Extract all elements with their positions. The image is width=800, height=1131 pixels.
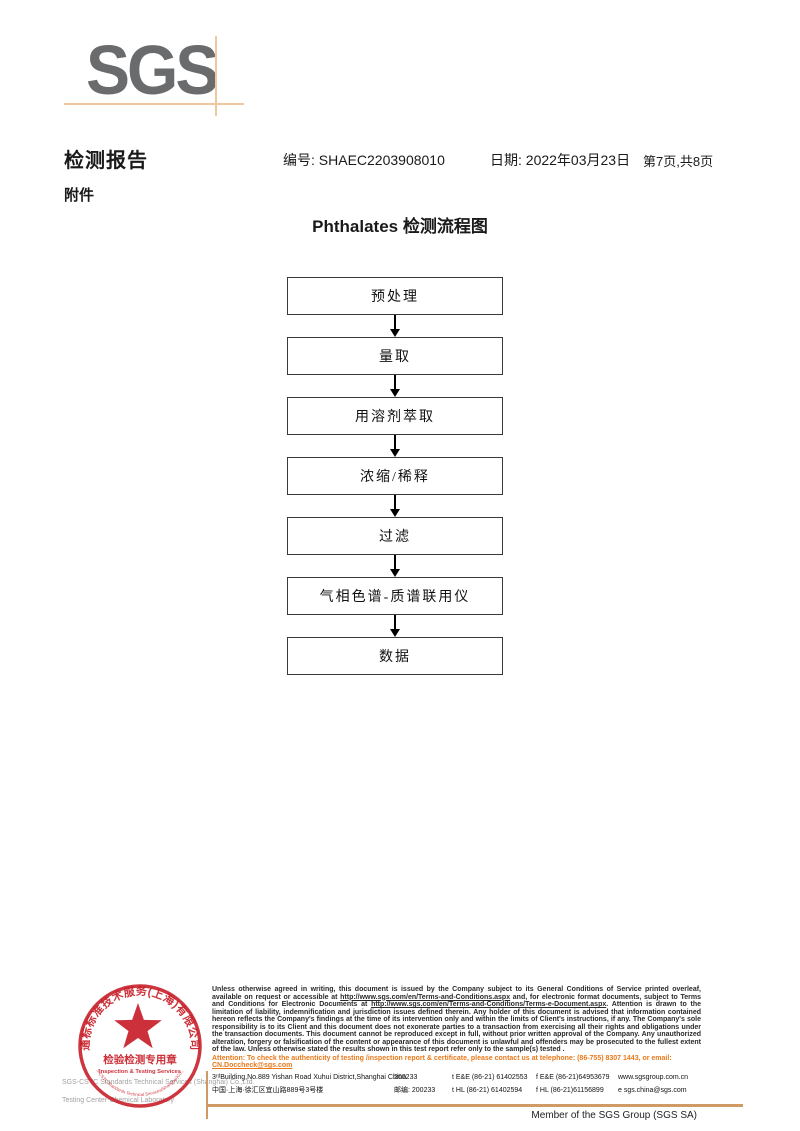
flowchart-title: Phthalates 检测流程图 — [312, 217, 488, 236]
tel-ee: t E&E (86-21) 61402553 — [452, 1074, 528, 1081]
page-indicator: 第7页,共8页 — [643, 154, 714, 169]
postcode-en: 200233 — [394, 1074, 418, 1081]
doccheck-email-text: CN.Doccheck@sgs.com — [212, 1062, 293, 1069]
disclaimer-text: . Attention is drawn to the limitation o… — [212, 1001, 701, 1053]
email: e sgs.china@sgs.com — [618, 1087, 687, 1094]
website: www.sgsgroup.com.cn — [618, 1074, 689, 1081]
attachment-label: 附件 — [64, 187, 95, 204]
logo-crosshair-vertical — [215, 36, 217, 116]
address-block: 3ʳᵈBuilding,No.889 Yishan Road Xuhui Dis… — [212, 1071, 742, 1097]
company-name-gray: SGS-CSTC Standards Technical Services (S… — [62, 1079, 255, 1086]
legal-disclaimer: Unless otherwise agreed in writing, this… — [212, 986, 701, 1070]
attention-note: Attention: To check the authenticity of … — [212, 1055, 701, 1070]
arrow-down-icon — [287, 615, 503, 637]
inspection-testing-stamp-icon: 通标标准技术服务(上海)有限公司 检验检测专用章 Inspection & Te… — [72, 980, 202, 1108]
arrow-down-icon — [287, 495, 503, 517]
address-row-cn: 中国·上海·徐汇区宜山路889号3号楼 邮编: 200233 t HL (86-… — [212, 1084, 742, 1097]
footer-horizontal-rule — [207, 1104, 743, 1107]
report-title: 检测报告 — [64, 150, 148, 172]
disclaimer-text: Unless otherwise agreed in writing, this… — [212, 986, 701, 1001]
arrow-down-icon — [287, 315, 503, 337]
address-row-en: 3ʳᵈBuilding,No.889 Yishan Road Xuhui Dis… — [212, 1071, 742, 1084]
arrow-down-icon — [287, 555, 503, 577]
flow-step-concentrate-dilute: 浓缩/稀释 — [287, 457, 503, 495]
stamp-inner-en-text: Inspection & Testing Services — [99, 1069, 181, 1075]
arrow-down-icon — [287, 375, 503, 397]
flowchart: 预处理 量取 用溶剂萃取 浓缩/稀释 过滤 气相色谱-质谱联用仪 数据 — [287, 277, 503, 675]
postcode-cn: 邮编: 200233 — [394, 1087, 436, 1094]
terms-e-doc-link-text: http://www.sgs.com/en/Terms-and-Conditio… — [371, 1001, 607, 1008]
footer-vertical-rule — [206, 1071, 208, 1119]
sgs-logo: SGS — [86, 31, 219, 109]
flow-step-pretreatment: 预处理 — [287, 277, 503, 315]
flow-step-filter: 过滤 — [287, 517, 503, 555]
stamp-inner-cn-text: 检验检测专用章 — [103, 1053, 177, 1066]
address-cn: 中国·上海·徐汇区宜山路889号3号楼 — [212, 1087, 324, 1094]
tel-hl: t HL (86-21) 61402594 — [452, 1087, 523, 1094]
disclaimer-text: and, for electronic format documents, su… — [212, 993, 701, 1009]
flow-step-measure: 量取 — [287, 337, 503, 375]
fax-hl: f HL (86-21)61156899 — [536, 1087, 604, 1094]
report-date: 日期: 2022年03月23日 — [490, 152, 631, 168]
sgs-group-member-line: Member of the SGS Group (SGS SA) — [531, 1110, 697, 1121]
flow-step-gcms: 气相色谱-质谱联用仪 — [287, 577, 503, 615]
terms-link-text: http://www.sgs.com/en/Terms-and-Conditio… — [340, 993, 511, 1001]
address-en: 3ʳᵈBuilding,No.889 Yishan Road Xuhui Dis… — [212, 1074, 407, 1081]
attention-text: Attention: To check the authenticity of … — [212, 1054, 672, 1062]
report-number: 编号: SHAEC2203908010 — [283, 152, 445, 168]
logo-crosshair-horizontal — [64, 103, 244, 105]
fax-ee: f E&E (86-21)64953679 — [536, 1074, 610, 1081]
star-icon — [114, 1003, 162, 1049]
flow-step-data: 数据 — [287, 637, 503, 675]
flow-step-solvent-extraction: 用溶剂萃取 — [287, 397, 503, 435]
arrow-down-icon — [287, 435, 503, 457]
